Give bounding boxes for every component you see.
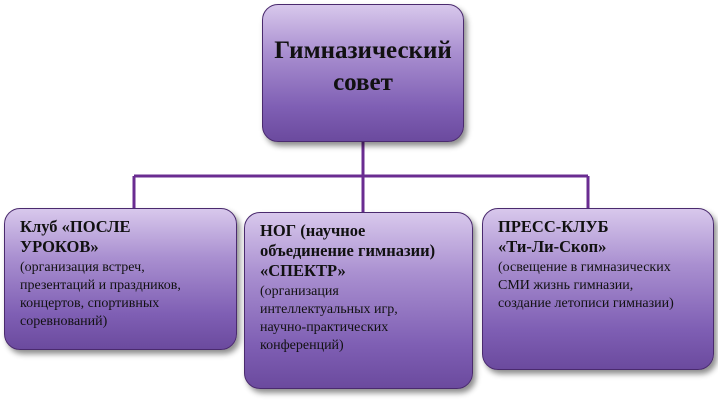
child-node-description: (организация встреч, презентаций и празд…: [20, 260, 181, 329]
child-node-title: ПРЕСС-КЛУБ «Ти-Ли-Скоп»: [498, 217, 609, 256]
child-node-press-club: ПРЕСС-КЛУБ «Ти-Ли-Скоп» (освещение в гим…: [482, 208, 714, 370]
child-node-spektr: НОГ (научное объединение гимназии) «СПЕК…: [244, 212, 473, 389]
child-node-title: НОГ (научное объединение гимназии) «СПЕК…: [260, 221, 436, 280]
child-node-description: (организация интеллектуальных игр, научн…: [260, 284, 398, 353]
child-node-title: Клуб «ПОСЛЕ УРОКОВ»: [20, 217, 131, 256]
root-node-gymnasium-council: Гимназический совет: [262, 4, 464, 142]
root-node-title: Гимназический совет: [274, 37, 452, 96]
child-node-description: (освещение в гимназических СМИ жизнь гим…: [498, 260, 674, 311]
child-node-after-school-club: Клуб «ПОСЛЕ УРОКОВ» (организация встреч,…: [4, 208, 237, 350]
